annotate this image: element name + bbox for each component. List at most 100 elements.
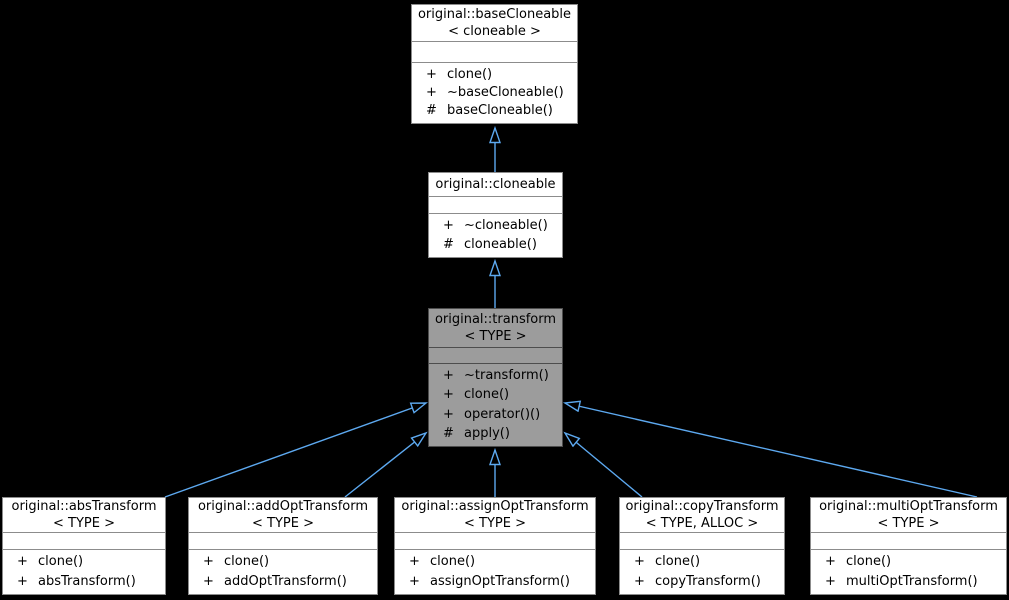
class-title: original::assignOptTransform < TYPE > bbox=[395, 498, 595, 533]
member-name: ~cloneable() bbox=[464, 218, 548, 233]
member-row: + assignOptTransform() bbox=[395, 574, 595, 589]
class-title-line1: original::cloneable bbox=[435, 177, 556, 192]
access-specifier: + bbox=[203, 554, 214, 570]
access-specifier: + bbox=[409, 554, 420, 570]
class-title-line2: < TYPE, ALLOC > bbox=[645, 516, 759, 531]
member-row: + clone() bbox=[3, 554, 165, 569]
member-row: # apply() bbox=[429, 426, 562, 441]
member-row: +clone() bbox=[811, 554, 1006, 569]
member-name: absTransform() bbox=[38, 573, 136, 589]
access-specifier: # bbox=[426, 103, 437, 119]
class-title: original::absTransform < TYPE > bbox=[3, 498, 165, 533]
member-name: clone() bbox=[846, 554, 892, 570]
class-title-line1: original::copyTransform bbox=[625, 499, 779, 514]
member-name: clone() bbox=[430, 554, 476, 570]
class-node-addopttransform[interactable]: original::addOptTransform < TYPE > + clon… bbox=[188, 497, 378, 595]
class-title-line2: < TYPE > bbox=[464, 329, 527, 344]
access-specifier: + bbox=[443, 368, 454, 384]
access-specifier: + bbox=[634, 554, 645, 570]
member-row: + absTransform() bbox=[3, 574, 165, 589]
methods-section: + ~cloneable() #cloneable() bbox=[429, 214, 562, 257]
class-title-line1: original::assignOptTransform bbox=[401, 499, 589, 514]
member-row: + clone() bbox=[189, 554, 377, 569]
member-row: + copyTransform() bbox=[620, 574, 784, 589]
member-row: + ~baseCloneable() bbox=[412, 85, 577, 100]
class-node-multiopttransform[interactable]: original::multiOptTransform < TYPE > +cl… bbox=[810, 497, 1007, 595]
member-row: + addOptTransform() bbox=[189, 574, 377, 589]
inheritance-arrow-copytransform-to-transform bbox=[563, 431, 643, 498]
attributes-section bbox=[3, 533, 165, 550]
member-name: clone() bbox=[464, 387, 510, 403]
member-name: apply() bbox=[464, 425, 510, 441]
methods-section: + clone() + absTransform() bbox=[3, 550, 165, 594]
member-name: clone() bbox=[447, 66, 493, 82]
access-specifier: + bbox=[17, 554, 28, 570]
methods-section: + clone() + addOptTransform() bbox=[189, 550, 377, 594]
attributes-section bbox=[189, 533, 377, 550]
attributes-section bbox=[395, 533, 595, 550]
class-title-line1: original::transform bbox=[434, 312, 557, 327]
member-name: addOptTransform() bbox=[224, 573, 347, 589]
attributes-section bbox=[429, 197, 562, 214]
class-node-transform[interactable]: original::transform < TYPE > + ~transform… bbox=[428, 308, 563, 447]
methods-section: + ~transform() + clone() +operator()() # ap… bbox=[429, 364, 562, 446]
member-row: + clone() bbox=[395, 554, 595, 569]
access-specifier: + bbox=[426, 84, 437, 100]
member-name: clone() bbox=[224, 554, 270, 570]
member-name: copyTransform() bbox=[655, 573, 761, 589]
member-name: multiOptTransform() bbox=[846, 573, 978, 589]
class-title-line2: < cloneable > bbox=[448, 24, 541, 39]
member-name: clone() bbox=[655, 554, 701, 570]
member-name: baseCloneable() bbox=[447, 103, 553, 119]
class-title: original::addOptTransform < TYPE > bbox=[189, 498, 377, 533]
access-specifier: + bbox=[409, 573, 420, 589]
member-row: +operator()() bbox=[429, 407, 562, 422]
member-name: cloneable() bbox=[464, 237, 537, 252]
member-row: #cloneable() bbox=[429, 237, 562, 252]
inheritance-arrow-multiopttransform-to-transform bbox=[562, 400, 978, 498]
member-row: + ~cloneable() bbox=[429, 218, 562, 233]
inheritance-arrow-abstransform-to-transform bbox=[164, 402, 429, 498]
methods-section: +clone() + multiOptTransform() bbox=[811, 550, 1006, 594]
class-node-assignopttransform[interactable]: original::assignOptTransform < TYPE > + c… bbox=[394, 497, 596, 595]
methods-section: + clone() + copyTransform() bbox=[620, 550, 784, 594]
class-node-basecloneable[interactable]: original::baseCloneable < cloneable > + c… bbox=[411, 4, 578, 124]
class-title-line2: < TYPE > bbox=[53, 516, 115, 531]
member-row: + multiOptTransform() bbox=[811, 574, 1006, 589]
class-node-copytransform[interactable]: original::copyTransform < TYPE, ALLOC > … bbox=[619, 497, 785, 595]
access-specifier: + bbox=[203, 573, 214, 589]
member-name: ~baseCloneable() bbox=[447, 84, 564, 100]
member-row: + ~transform() bbox=[429, 368, 562, 383]
member-name: ~transform() bbox=[464, 368, 549, 384]
attributes-section bbox=[412, 42, 577, 63]
access-specifier: + bbox=[17, 573, 28, 589]
access-specifier: + bbox=[825, 573, 836, 589]
class-title-line1: original::absTransform bbox=[11, 499, 157, 514]
inheritance-arrow-addopttransform-to-transform bbox=[344, 431, 428, 498]
access-specifier: + bbox=[443, 406, 454, 422]
methods-section: + clone() + ~baseCloneable() # baseCloneabl… bbox=[412, 63, 577, 123]
class-title-line1: original::baseCloneable bbox=[417, 7, 572, 22]
attributes-section bbox=[620, 533, 784, 550]
class-title-line1: original::multiOptTransform bbox=[819, 499, 998, 514]
class-title: original::transform < TYPE > bbox=[429, 309, 562, 348]
class-title: original::cloneable bbox=[429, 173, 562, 197]
class-title: original::multiOptTransform < TYPE > bbox=[811, 498, 1006, 533]
class-title: original::baseCloneable < cloneable > bbox=[412, 5, 577, 42]
class-node-abstransform[interactable]: original::absTransform < TYPE > + clone()… bbox=[2, 497, 166, 595]
class-title: original::copyTransform < TYPE, ALLOC > bbox=[620, 498, 784, 533]
access-specifier: + bbox=[443, 218, 454, 233]
class-title-line2: < TYPE > bbox=[877, 516, 940, 531]
class-node-cloneable[interactable]: original::cloneable + ~cloneable() #clone… bbox=[428, 172, 563, 258]
access-specifier: + bbox=[443, 387, 454, 403]
member-row: # baseCloneable() bbox=[412, 103, 577, 118]
attributes-section bbox=[811, 533, 1006, 550]
access-specifier: # bbox=[443, 425, 454, 441]
attributes-section bbox=[429, 348, 562, 364]
member-name: clone() bbox=[38, 554, 84, 570]
member-name: assignOptTransform() bbox=[430, 573, 571, 589]
access-specifier: + bbox=[634, 573, 645, 589]
member-row: + clone() bbox=[429, 387, 562, 402]
methods-section: + clone() + assignOptTransform() bbox=[395, 550, 595, 594]
